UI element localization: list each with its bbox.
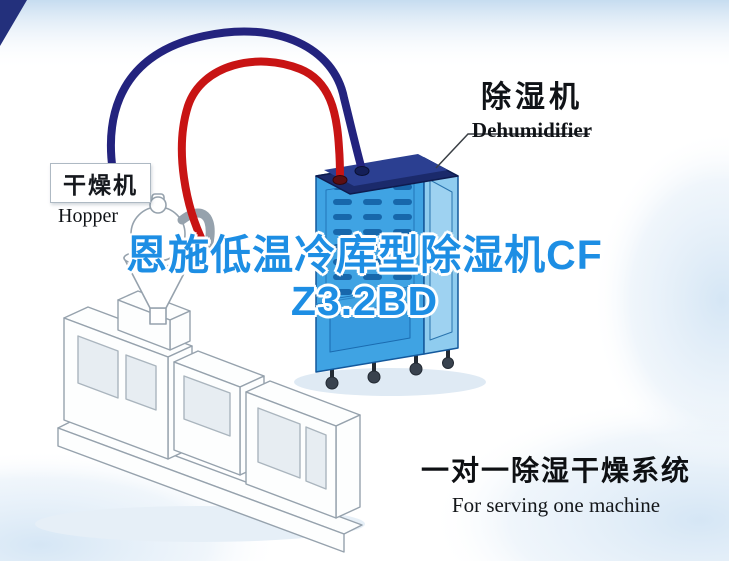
dehumidifier-label-cn: 除湿机	[481, 81, 583, 114]
blue-pipe-connector	[354, 166, 370, 176]
slogan-en: For serving one machine	[451, 493, 661, 517]
red-pipe-connector	[332, 175, 348, 185]
hopper-cap	[149, 196, 167, 214]
page-corner-fold	[0, 0, 27, 46]
product-title-line1: 恩施低温冷库型除湿机CF	[126, 232, 603, 278]
slogan-cn: 一对一除湿干燥系统	[420, 455, 691, 486]
pipe-blue	[106, 27, 366, 200]
side-door	[429, 179, 453, 341]
product-title: 恩施低温冷库型除湿机CF Z3.2BD	[0, 232, 729, 325]
injection-molding-machine	[57, 290, 363, 553]
caster-wheels	[325, 350, 454, 390]
hopper-label-en: Hopper	[58, 205, 118, 227]
dehumidifier-label: 除湿机 Dehumidifier	[452, 72, 612, 143]
dehumidifier-leader-line	[435, 133, 590, 169]
hopper-label-cn: 干燥机	[50, 163, 151, 203]
product-title-line2: Z3.2BD	[290, 277, 439, 324]
hopper-label: 干燥机 Hopper	[50, 163, 151, 228]
pipe-red	[177, 57, 344, 248]
dehumidifier-shadow	[294, 368, 486, 396]
dehumidifier-label-en: Dehumidifier	[471, 118, 593, 142]
door-handle	[446, 256, 449, 265]
access-panel	[329, 301, 411, 353]
top-cap-ridge	[324, 154, 448, 186]
slogan: 一对一除湿干燥系统 For serving one machine	[421, 449, 691, 518]
hopper-unit	[123, 193, 215, 325]
machine-base-front	[57, 427, 345, 553]
dehumidifier-unit	[315, 154, 459, 390]
